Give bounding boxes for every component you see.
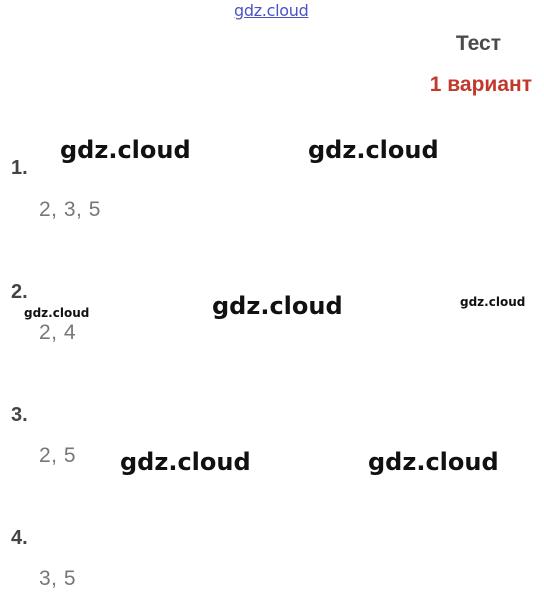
question-number-4: 4. [11, 527, 28, 549]
answer-2: 2, 4 [39, 321, 77, 344]
page-title: Тест [455, 32, 501, 55]
watermark: gdz.cloud [212, 292, 343, 320]
question-number-3: 3. [11, 404, 28, 426]
watermark: gdz.cloud [368, 448, 499, 476]
site-logo-link[interactable]: gdz.cloud [234, 1, 309, 20]
question-number-2: 2. [11, 281, 28, 303]
watermark: gdz.cloud [460, 295, 526, 309]
answer-1: 2, 3, 5 [39, 198, 101, 221]
watermark: gdz.cloud [60, 136, 191, 164]
watermark: gdz.cloud [120, 448, 251, 476]
watermark: gdz.cloud [308, 136, 439, 164]
watermark: gdz.cloud [24, 306, 90, 320]
answer-3: 2, 5 [39, 444, 77, 467]
variant-label: 1 вариант [429, 73, 532, 96]
answer-4: 3, 5 [39, 567, 77, 590]
question-number-1: 1. [11, 157, 28, 179]
